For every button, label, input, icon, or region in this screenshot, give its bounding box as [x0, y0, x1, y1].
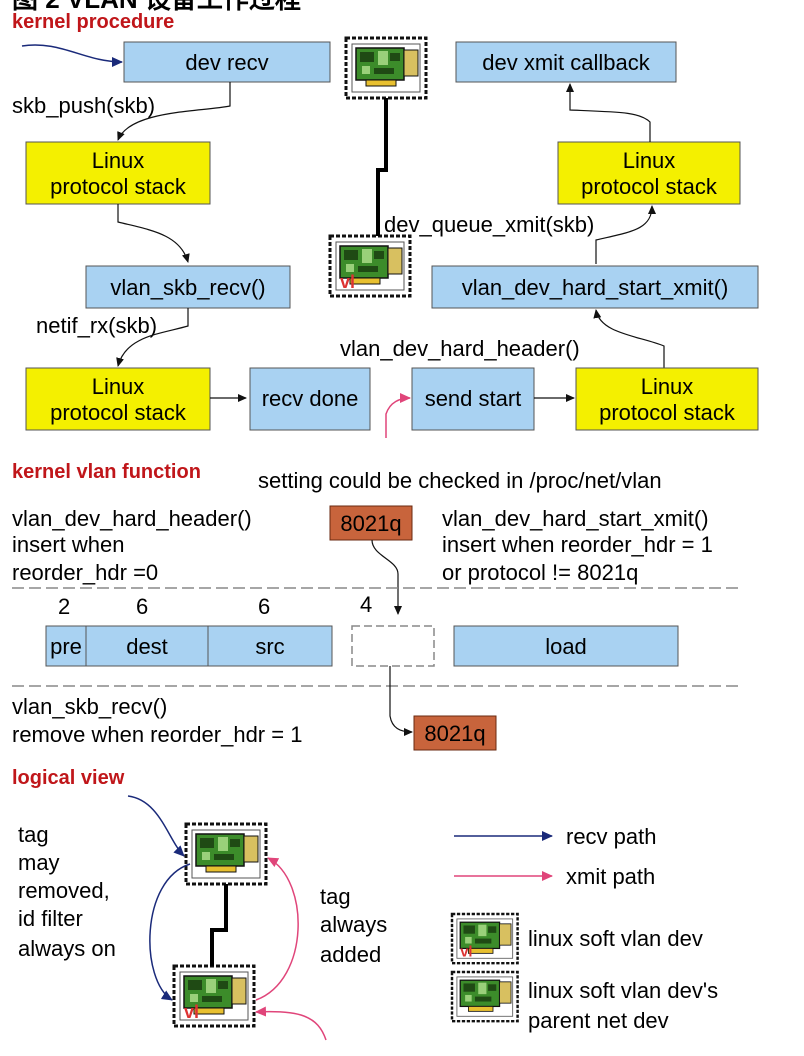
svg-text:send start: send start — [425, 386, 522, 411]
logical-right-note: tag always added — [320, 884, 387, 967]
svg-text:8021q: 8021q — [424, 721, 485, 746]
figure-title: 图 2 VLAN 设备工作过程 — [12, 0, 301, 14]
svg-text:dest: dest — [126, 634, 168, 659]
tag-8021q-bottom: 8021q — [413, 715, 497, 751]
svg-text:id filter: id filter — [18, 906, 83, 931]
svg-text:tag: tag — [18, 822, 49, 847]
svg-text:vl: vl — [340, 272, 355, 292]
legend-parent-nic-icon — [450, 970, 519, 1023]
vlan-nic-card-icon: vl — [328, 234, 412, 298]
svg-text:protocol stack: protocol stack — [50, 174, 187, 199]
setting-note: setting could be checked in /proc/net/vl… — [258, 468, 662, 493]
box-linux-stack-right-bottom: Linux protocol stack — [575, 367, 759, 431]
label-netif-rx: netif_rx(skb) — [36, 313, 157, 338]
svg-text:dev recv: dev recv — [185, 50, 268, 75]
nic-card-icon — [344, 36, 428, 100]
svg-text:linux soft vlan dev's: linux soft vlan dev's — [528, 978, 718, 1003]
label-skb-push: skb_push(skb) — [12, 93, 155, 118]
box-vlan-skb-recv: vlan_skb_recv() — [85, 265, 291, 309]
frame-empty-tag-slot — [351, 625, 435, 667]
svg-text:insert when: insert when — [12, 532, 125, 557]
svg-text:reorder_hdr =0: reorder_hdr =0 — [12, 560, 158, 585]
frame-field-dest: dest — [85, 625, 209, 667]
svg-text:removed,: removed, — [18, 878, 110, 903]
svg-text:vlan_skb_recv(): vlan_skb_recv() — [110, 275, 265, 300]
svg-text:protocol stack: protocol stack — [581, 174, 718, 199]
svg-text:4: 4 — [360, 592, 372, 617]
legend-parent-dev: linux soft vlan dev's parent net dev — [450, 970, 718, 1033]
frame-field-pre: pre — [45, 625, 87, 667]
svg-text:xmit path: xmit path — [566, 864, 655, 889]
svg-text:vl: vl — [460, 945, 472, 961]
frame-sizes: 2 6 6 4 — [58, 592, 372, 619]
box-send-start: send start — [411, 367, 535, 431]
svg-text:6: 6 — [136, 594, 148, 619]
svg-text:Linux: Linux — [623, 148, 676, 173]
svg-text:Linux: Linux — [92, 148, 145, 173]
svg-text:always: always — [320, 912, 387, 937]
svg-text:linux soft vlan dev: linux soft vlan dev — [528, 926, 703, 951]
logical-vlan-nic-icon: vl — [172, 964, 256, 1028]
legend-xmit-path: xmit path — [454, 864, 655, 889]
svg-text:recv path: recv path — [566, 824, 657, 849]
section-logical-view: logical view — [12, 767, 125, 789]
legend-vlan-dev: vl linux soft vlan dev — [450, 912, 703, 965]
svg-text:recv done: recv done — [262, 386, 359, 411]
section-kernel-vlan-function: kernel vlan function — [12, 461, 201, 483]
svg-text:insert when reorder_hdr = 1: insert when reorder_hdr = 1 — [442, 532, 713, 557]
frame-field-load: load — [453, 625, 679, 667]
legend-recv-path: recv path — [454, 824, 657, 849]
svg-text:protocol stack: protocol stack — [50, 400, 187, 425]
recv-remove-note: vlan_skb_recv() remove when reorder_hdr … — [12, 694, 302, 747]
svg-text:src: src — [255, 634, 284, 659]
svg-text:may: may — [18, 850, 60, 875]
svg-text:parent net dev: parent net dev — [528, 1008, 669, 1033]
svg-text:always on: always on — [18, 936, 116, 961]
svg-text:vlan_skb_recv(): vlan_skb_recv() — [12, 694, 167, 719]
box-dev-xmit-callback: dev xmit callback — [455, 41, 677, 83]
svg-text:Linux: Linux — [92, 374, 145, 399]
label-dev-queue-xmit: dev_queue_xmit(skb) — [384, 212, 594, 237]
legend-vlan-nic-icon: vl — [450, 912, 519, 965]
box-vlan-dev-hard-start-xmit: vlan_dev_hard_start_xmit() — [431, 265, 759, 309]
svg-text:vl: vl — [184, 1002, 199, 1022]
label-vlan-dev-hard-header: vlan_dev_hard_header() — [340, 336, 580, 361]
left-insert-note: vlan_dev_hard_header() insert when reord… — [12, 506, 252, 585]
svg-text:added: added — [320, 942, 381, 967]
svg-text:tag: tag — [320, 884, 351, 909]
box-dev-recv: dev recv — [123, 41, 331, 83]
tag-8021q-top: 8021q — [329, 505, 413, 541]
svg-text:vlan_dev_hard_header(): vlan_dev_hard_header() — [12, 506, 252, 531]
svg-text:pre: pre — [50, 634, 82, 659]
box-recv-done: recv done — [249, 367, 371, 431]
svg-text:protocol stack: protocol stack — [599, 400, 736, 425]
frame-field-src: src — [207, 625, 333, 667]
svg-text:2: 2 — [58, 594, 70, 619]
section-kernel-procedure: kernel procedure — [12, 11, 174, 33]
svg-text:dev xmit callback: dev xmit callback — [482, 50, 651, 75]
logical-left-note: tag may removed, id filter always on — [18, 822, 116, 961]
svg-text:or protocol != 8021q: or protocol != 8021q — [442, 560, 638, 585]
svg-text:remove when reorder_hdr = 1: remove when reorder_hdr = 1 — [12, 722, 302, 747]
right-insert-note: vlan_dev_hard_start_xmit() insert when r… — [442, 506, 713, 585]
logical-parent-nic-icon — [184, 822, 268, 886]
svg-text:Linux: Linux — [641, 374, 694, 399]
svg-text:8021q: 8021q — [340, 511, 401, 536]
box-linux-stack-right-top: Linux protocol stack — [557, 141, 741, 205]
svg-text:vlan_dev_hard_start_xmit(): vlan_dev_hard_start_xmit() — [442, 506, 709, 531]
svg-text:6: 6 — [258, 594, 270, 619]
svg-text:vlan_dev_hard_start_xmit(): vlan_dev_hard_start_xmit() — [462, 275, 729, 300]
box-linux-stack-left-top: Linux protocol stack — [25, 141, 211, 205]
svg-text:load: load — [545, 634, 587, 659]
box-linux-stack-left-bottom: Linux protocol stack — [25, 367, 211, 431]
